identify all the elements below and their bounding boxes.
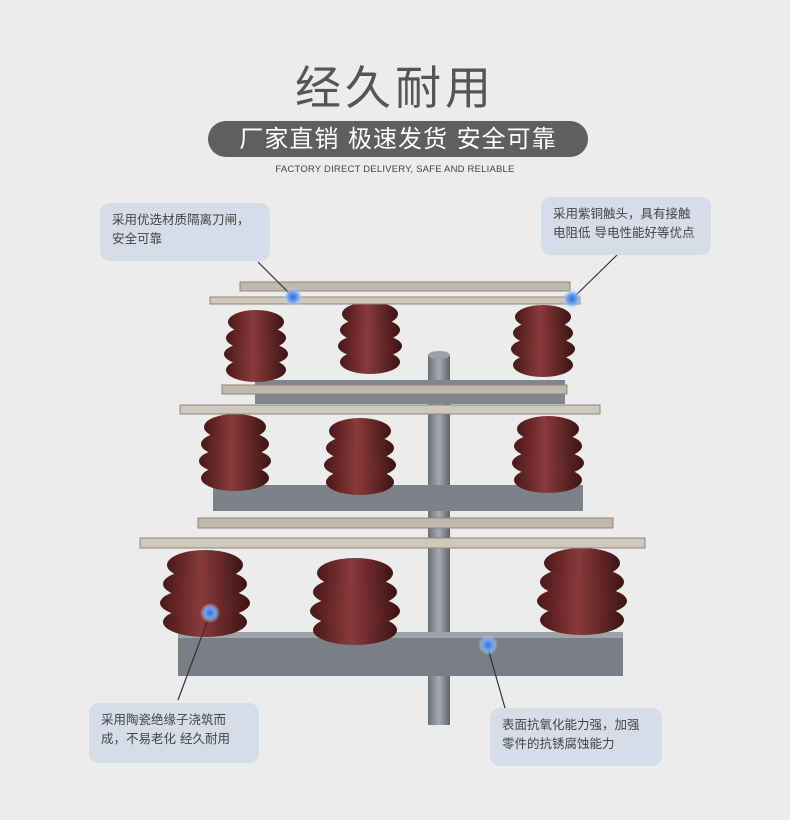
- switch-row-middle: [179, 384, 601, 511]
- highlight-markers: [200, 287, 582, 655]
- page-title: 经久耐用: [295, 61, 495, 115]
- switch-row-back: [209, 281, 581, 404]
- english-subtitle: FACTORY DIRECT DELIVERY, SAFE AND RELIAB…: [275, 164, 515, 175]
- callout-blade-material: 采用优选材质隔离刀闸，安全可靠: [100, 203, 270, 261]
- callout-copper-contact: 采用紫铜触头，具有接触电阻低 导电性能好等优点: [541, 197, 711, 255]
- switch-row-front: [139, 517, 646, 676]
- callout-ceramic-insulator: 采用陶瓷绝缘子浇筑而成，不易老化 经久耐用: [89, 703, 259, 763]
- callout-anti-corrosion: 表面抗氧化能力强，加强零件的抗锈腐蚀能力: [490, 708, 662, 766]
- slogan-banner: 厂家直销 极速发货 安全可靠: [208, 121, 588, 157]
